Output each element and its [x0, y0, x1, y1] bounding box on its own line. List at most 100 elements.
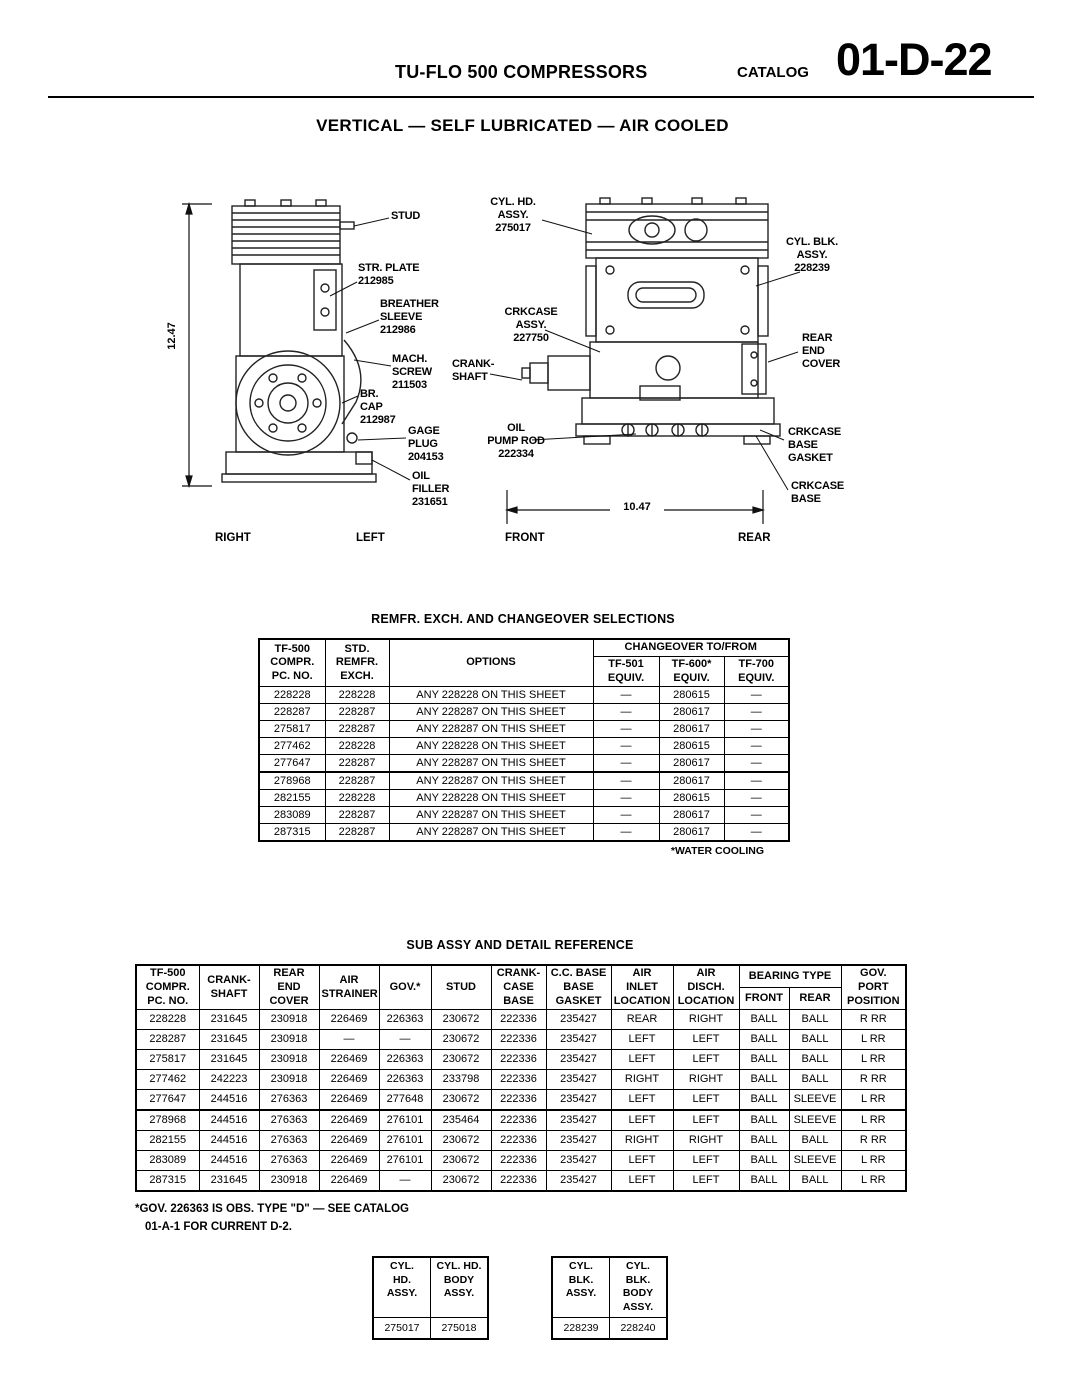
table-cell: 226469 — [318, 1130, 380, 1152]
table-cell: RIGHT — [610, 1130, 674, 1152]
table-cell: — — [592, 737, 660, 756]
table-cell: 226469 — [318, 1069, 380, 1091]
table-cell: 226469 — [318, 1109, 380, 1132]
table-cell: 242223 — [198, 1069, 260, 1091]
water-cooling-footnote: *WATER COOLING — [670, 845, 764, 858]
table-cell: RIGHT — [672, 1069, 740, 1091]
left-compressor-drawing — [221, 199, 377, 483]
table-cell: ANY 228287 ON THIS SHEET — [388, 771, 594, 791]
height-dimension-label: 12.47 — [165, 322, 178, 350]
table-cell: LEFT — [610, 1150, 674, 1172]
table-cell: — — [723, 703, 790, 722]
table-cell: BALL — [788, 1170, 842, 1192]
table-cell: 228228 — [135, 1009, 200, 1031]
table-cell: SLEEVE — [788, 1089, 842, 1112]
table-cell: 276101 — [378, 1109, 432, 1132]
table-cell: ANY 228228 ON THIS SHEET — [388, 789, 594, 808]
table-row: 277462 242223 230918 226469 226363 23379… — [135, 1069, 907, 1091]
table-cell: 235427 — [545, 1089, 612, 1112]
table-cell: 231645 — [198, 1029, 260, 1051]
callout-cyl-hd-assy: CYL. HD. ASSY. 275017 — [490, 196, 536, 234]
table-cell: 230672 — [430, 1170, 492, 1192]
table-cell: L RR — [840, 1029, 907, 1051]
sub-assy-table: TF-500 COMPR. PC. NO. CRANK- SHAFT REAR … — [135, 964, 908, 1193]
table-cell: 275018 — [430, 1316, 489, 1340]
table-cell: 280617 — [658, 720, 725, 739]
table-cell: — — [723, 737, 790, 756]
gov-footnote-line2: 01-A-1 FOR CURRENT D-2. — [145, 1221, 292, 1234]
table-cell: BALL — [738, 1130, 790, 1152]
gov-footnote: *GOV. 226363 IS OBS. TYPE "D" — SEE CATA… — [135, 1201, 905, 1237]
table-cell: 228287 — [324, 720, 390, 739]
table-cell: 244516 — [198, 1089, 260, 1112]
table-cell: BALL — [788, 1130, 842, 1152]
callout-crankshaft: CRANK- SHAFT — [452, 358, 495, 383]
callout-gage-plug: GAGE PLUG 204153 — [408, 425, 444, 463]
page-title: TU-FLO 500 COMPRESSORS — [395, 62, 648, 82]
table-cell: BALL — [788, 1069, 842, 1091]
table-cell: 283089 — [135, 1150, 200, 1172]
table-cell: 278968 — [258, 771, 326, 791]
table-cell: RIGHT — [610, 1069, 674, 1091]
table-row: 228287 231645 230918 — — 230672 222336 2… — [135, 1029, 907, 1051]
table-cell: 222336 — [490, 1029, 547, 1051]
column-header: TF-500 COMPR. PC. NO. — [135, 964, 200, 1011]
table-row: 278968 228287 ANY 228287 ON THIS SHEET —… — [258, 771, 790, 791]
changeover-table: TF-500 COMPR. PC. NO. STD. REMFR. EXCH. … — [258, 638, 791, 843]
width-dimension-label: 10.47 — [623, 501, 651, 513]
cyl-blk-assy-table: CYL. BLK. ASSY. CYL. BLK. BODY ASSY. 228… — [551, 1256, 668, 1340]
table-cell: 228228 — [324, 686, 390, 705]
table-cell: 275817 — [258, 720, 326, 739]
callout-breather-sleeve: BREATHER SLEEVE 212986 — [380, 298, 439, 336]
table-row: 277647 228287 ANY 228287 ON THIS SHEET —… — [258, 754, 790, 774]
changeover-table-title: REMFR. EXCH. AND CHANGEOVER SELECTIONS — [371, 612, 675, 626]
table-cell: 228228 — [258, 686, 326, 705]
table-cell: 228228 — [324, 789, 390, 808]
table-row: 283089 244516 276363 226469 276101 23067… — [135, 1150, 907, 1172]
column-header: GOV.* — [378, 964, 432, 1011]
table-row: 278968 244516 276363 226469 276101 23546… — [135, 1109, 907, 1132]
table-cell: 222336 — [490, 1009, 547, 1031]
table-cell: — — [723, 806, 790, 825]
sub-assy-table-title: SUB ASSY AND DETAIL REFERENCE — [406, 938, 634, 952]
table-cell: LEFT — [672, 1150, 740, 1172]
table-cell: 228287 — [324, 703, 390, 722]
leader-lines — [329, 217, 801, 491]
table-cell: 228287 — [324, 823, 390, 842]
table-cell: BALL — [738, 1109, 790, 1132]
column-header: OPTIONS — [388, 638, 594, 688]
table-cell: 287315 — [135, 1170, 200, 1192]
table-cell: 228287 — [135, 1029, 200, 1051]
table-cell: LEFT — [610, 1029, 674, 1051]
table-cell: 230918 — [258, 1009, 320, 1031]
column-header: CRANK- SHAFT — [198, 964, 260, 1011]
table-cell: L RR — [840, 1089, 907, 1112]
column-header: CRANK- CASE BASE — [490, 964, 547, 1011]
view-label-right: RIGHT — [215, 532, 251, 544]
table-cell: 222336 — [490, 1150, 547, 1172]
table-cell: 228287 — [324, 771, 390, 791]
compressor-diagram: STUD STR. PLATE 212985 BREATHER SLEEVE 2… — [0, 190, 1080, 570]
changeover-table-head: TF-500 COMPR. PC. NO. STD. REMFR. EXCH. … — [258, 638, 790, 688]
table-cell: ANY 228287 ON THIS SHEET — [388, 754, 594, 774]
table-cell: 244516 — [198, 1109, 260, 1132]
table-cell: 230918 — [258, 1029, 320, 1051]
table-cell: — — [592, 806, 660, 825]
table-cell: 235427 — [545, 1130, 612, 1152]
table-cell: 231645 — [198, 1170, 260, 1192]
table-cell: LEFT — [672, 1029, 740, 1051]
table-cell: 283089 — [258, 806, 326, 825]
gov-footnote-line1: *GOV. 226363 IS OBS. TYPE "D" — SEE CATA… — [135, 1203, 409, 1216]
table-cell: 280617 — [658, 754, 725, 774]
table-cell: 275017 — [372, 1316, 431, 1340]
table-cell: 230672 — [430, 1029, 492, 1051]
table-cell: R RR — [840, 1009, 907, 1031]
table-cell: 235427 — [545, 1049, 612, 1071]
table-cell: — — [723, 754, 790, 774]
table-cell: 280617 — [658, 806, 725, 825]
table-row: 275817 228287 ANY 228287 ON THIS SHEET —… — [258, 720, 790, 739]
table-cell: LEFT — [610, 1089, 674, 1112]
table-cell: 280615 — [658, 737, 725, 756]
column-header: STUD — [430, 964, 492, 1011]
